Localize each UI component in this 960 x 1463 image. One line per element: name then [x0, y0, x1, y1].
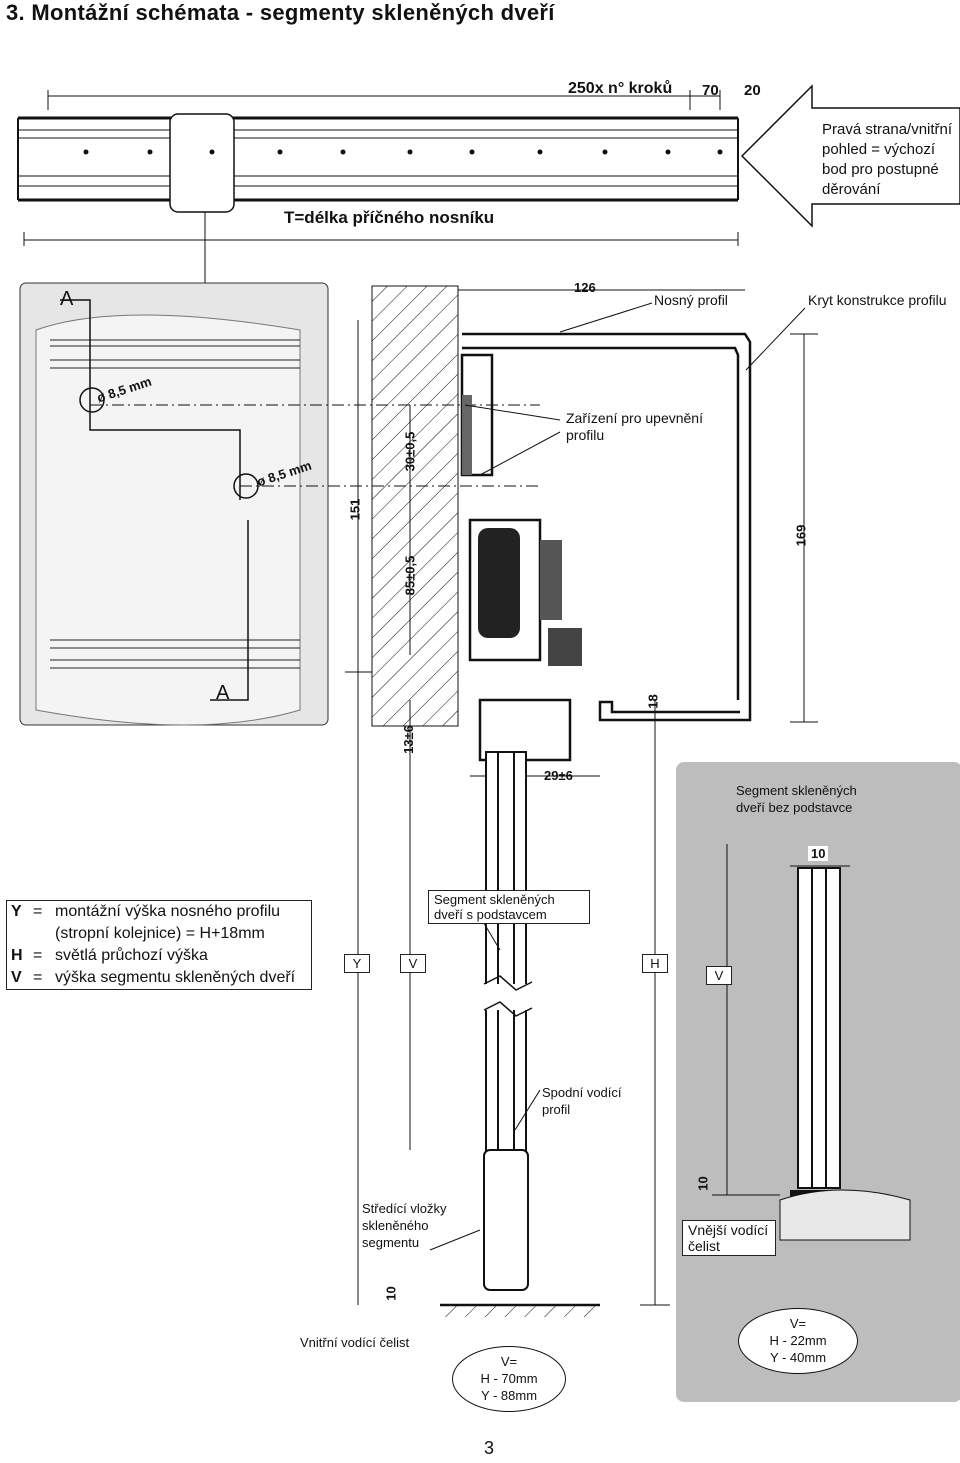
roller: [478, 528, 520, 638]
legend-text: světlá průchozí výška: [55, 947, 208, 964]
formula-left-v: V=: [500, 1354, 518, 1369]
dim-18: 18: [645, 694, 661, 709]
formula-left: V= H - 70mm Y - 88mm: [452, 1346, 566, 1412]
marker-v2: V: [706, 966, 732, 985]
dim-30: 30±0,5: [402, 431, 418, 472]
ceiling-hatch: [371, 285, 459, 727]
legend-eq: =: [33, 947, 43, 964]
dim-29: 29±6: [544, 768, 573, 783]
beam-top-view: [17, 90, 739, 290]
dim-10-mid: 10: [695, 1176, 711, 1191]
formula-right-v: V=: [789, 1316, 807, 1331]
marker-v1: V: [400, 954, 426, 973]
marker-h: H: [642, 954, 668, 973]
mark-a-top: A: [60, 288, 74, 310]
mark-a-bottom: A: [216, 682, 230, 704]
legend-row: H = světlá průchozí výška: [7, 945, 311, 967]
legend-key: Y: [11, 903, 22, 920]
page-title: 3. Montážní schémata - segmenty skleněný…: [6, 0, 555, 25]
dim-151: 151: [347, 498, 363, 521]
legend-row: Y = montážní výška nosného profilu (stro…: [7, 901, 311, 945]
beam-length-label: T=délka příčného nosníku: [284, 208, 495, 227]
dim-126: 126: [574, 280, 596, 295]
formula-left-h: H - 70mm: [480, 1371, 538, 1386]
legend-eq: =: [33, 903, 43, 920]
start-arrow: [740, 84, 960, 228]
kryt-label: Kryt konstrukce profilu: [808, 292, 947, 308]
vnitrni-label: Vnitřní vodící čelist: [300, 1335, 410, 1350]
dim-70: 70: [702, 82, 719, 99]
legend-key: H: [11, 947, 23, 964]
right-note: Pravá strana/vnitřní pohled = výchozí bo…: [822, 121, 953, 198]
zarizeni-label: Zařízení pro upevnění profilu: [566, 410, 703, 443]
legend-eq: =: [33, 969, 43, 986]
carrier-profile: [460, 332, 752, 762]
legend-box: Y = montážní výška nosného profilu (stro…: [6, 900, 312, 990]
legend-row: V = výška segmentu skleněných dveří: [7, 967, 311, 989]
steps-label: 250x n° kroků: [568, 80, 673, 97]
nosny-profil-label: Nosný profil: [654, 292, 728, 308]
legend-text: výška segmentu skleněných dveří: [55, 969, 296, 986]
beam-holes: [83, 149, 723, 155]
dim-20: 20: [744, 82, 761, 99]
stredici-label: Středící vložky skleněného segmentu: [362, 1201, 447, 1250]
formula-left-y: Y - 88mm: [480, 1388, 538, 1403]
formula-right: V= H - 22mm Y - 40mm: [738, 1308, 858, 1374]
marker-y: Y: [344, 954, 370, 973]
dim-13: 13±6: [400, 725, 416, 754]
dim-169: 169: [793, 524, 809, 547]
page-number: 3: [484, 1438, 495, 1458]
legend-text: montážní výška nosného profilu (stropní …: [55, 903, 281, 942]
formula-right-y: Y - 40mm: [769, 1350, 827, 1365]
formula-right-h: H - 22mm: [769, 1333, 827, 1348]
vnejsi-label: Vnější vodící čelist: [682, 1220, 776, 1256]
spodni-label: Spodní vodící profil: [542, 1085, 622, 1117]
dim-10-top: 10: [808, 846, 829, 861]
legend-key: V: [11, 969, 22, 986]
segment-bez-label: Segment skleněných dveří bez podstavce: [736, 783, 857, 815]
dim-85: 85±0,5: [402, 555, 418, 596]
segment-s-podstavcem-label: Segment skleněných dveří s podstavcem: [428, 890, 590, 924]
dim-10-bottom: 10: [383, 1286, 399, 1301]
